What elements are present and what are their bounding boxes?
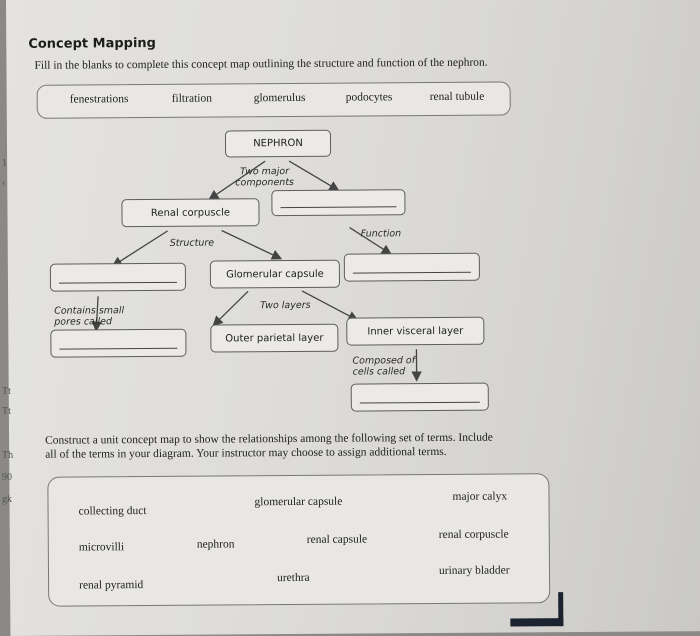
- terms-box: collecting duct glomerular capsule major…: [47, 473, 551, 607]
- inner-visceral-box: Inner visceral layer: [346, 316, 485, 346]
- link-composed: Composed of cells called: [352, 355, 415, 377]
- term-item: nephron: [196, 538, 235, 551]
- margin-mark: Tt: [2, 386, 11, 397]
- blank-function-field[interactable]: [343, 252, 480, 282]
- blank-component-field[interactable]: [271, 189, 406, 217]
- term-item: microvilli: [78, 541, 125, 554]
- nephron-box: NEPHRON: [224, 129, 332, 158]
- dark-corner-edge: [510, 592, 564, 627]
- link-text: cells called: [352, 366, 406, 378]
- link-two-major: Two major components: [235, 166, 294, 188]
- outer-parietal-label: Outer parietal layer: [225, 332, 324, 344]
- blank-pores-field[interactable]: [50, 328, 187, 358]
- link-structure: Structure: [169, 237, 215, 249]
- blank-cells-field[interactable]: [350, 382, 489, 412]
- worksheet-page: Concept Mapping Fill in the blanks to co…: [6, 0, 700, 636]
- term-item: renal corpuscle: [438, 528, 509, 541]
- inner-visceral-label: Inner visceral layer: [367, 325, 464, 337]
- construct-instructions: Construct a unit concept map to show the…: [45, 431, 493, 462]
- link-text: pores called: [54, 316, 113, 328]
- term-item: renal capsule: [306, 533, 368, 546]
- term-item: renal pyramid: [79, 579, 144, 592]
- nephron-label: NEPHRON: [253, 137, 303, 150]
- concept-map-arrows: [91, 160, 422, 382]
- link-text: Contains small: [54, 305, 125, 317]
- margin-mark: ‹: [2, 178, 6, 189]
- outer-parietal-box: Outer parietal layer: [210, 323, 339, 353]
- term-item: collecting duct: [78, 505, 147, 518]
- link-two-layers: Two layers: [260, 299, 311, 312]
- link-text: Composed of: [352, 355, 416, 367]
- margin-mark: Th: [2, 450, 14, 461]
- renal-corpuscle-box: Renal corpuscle: [121, 198, 260, 228]
- margin-mark: Tt: [2, 406, 11, 417]
- blank-structure-field[interactable]: [49, 262, 187, 292]
- term-item: urethra: [277, 571, 310, 585]
- margin-mark: gk: [2, 494, 12, 505]
- renal-corpuscle-label: Renal corpuscle: [150, 206, 231, 219]
- link-contains: Contains small pores called: [54, 305, 124, 327]
- glomerular-capsule-box: Glomerular capsule: [209, 259, 341, 289]
- link-text: components: [235, 176, 295, 189]
- term-item: major calyx: [452, 490, 508, 503]
- term-item: urinary bladder: [438, 564, 510, 577]
- term-item: glomerular capsule: [254, 495, 343, 509]
- link-function: Function: [360, 228, 402, 240]
- margin-mark: 1: [2, 158, 7, 169]
- link-text: Two major: [239, 166, 290, 178]
- glomerular-capsule-label: Glomerular capsule: [226, 268, 324, 280]
- margin-mark: 90: [2, 472, 12, 483]
